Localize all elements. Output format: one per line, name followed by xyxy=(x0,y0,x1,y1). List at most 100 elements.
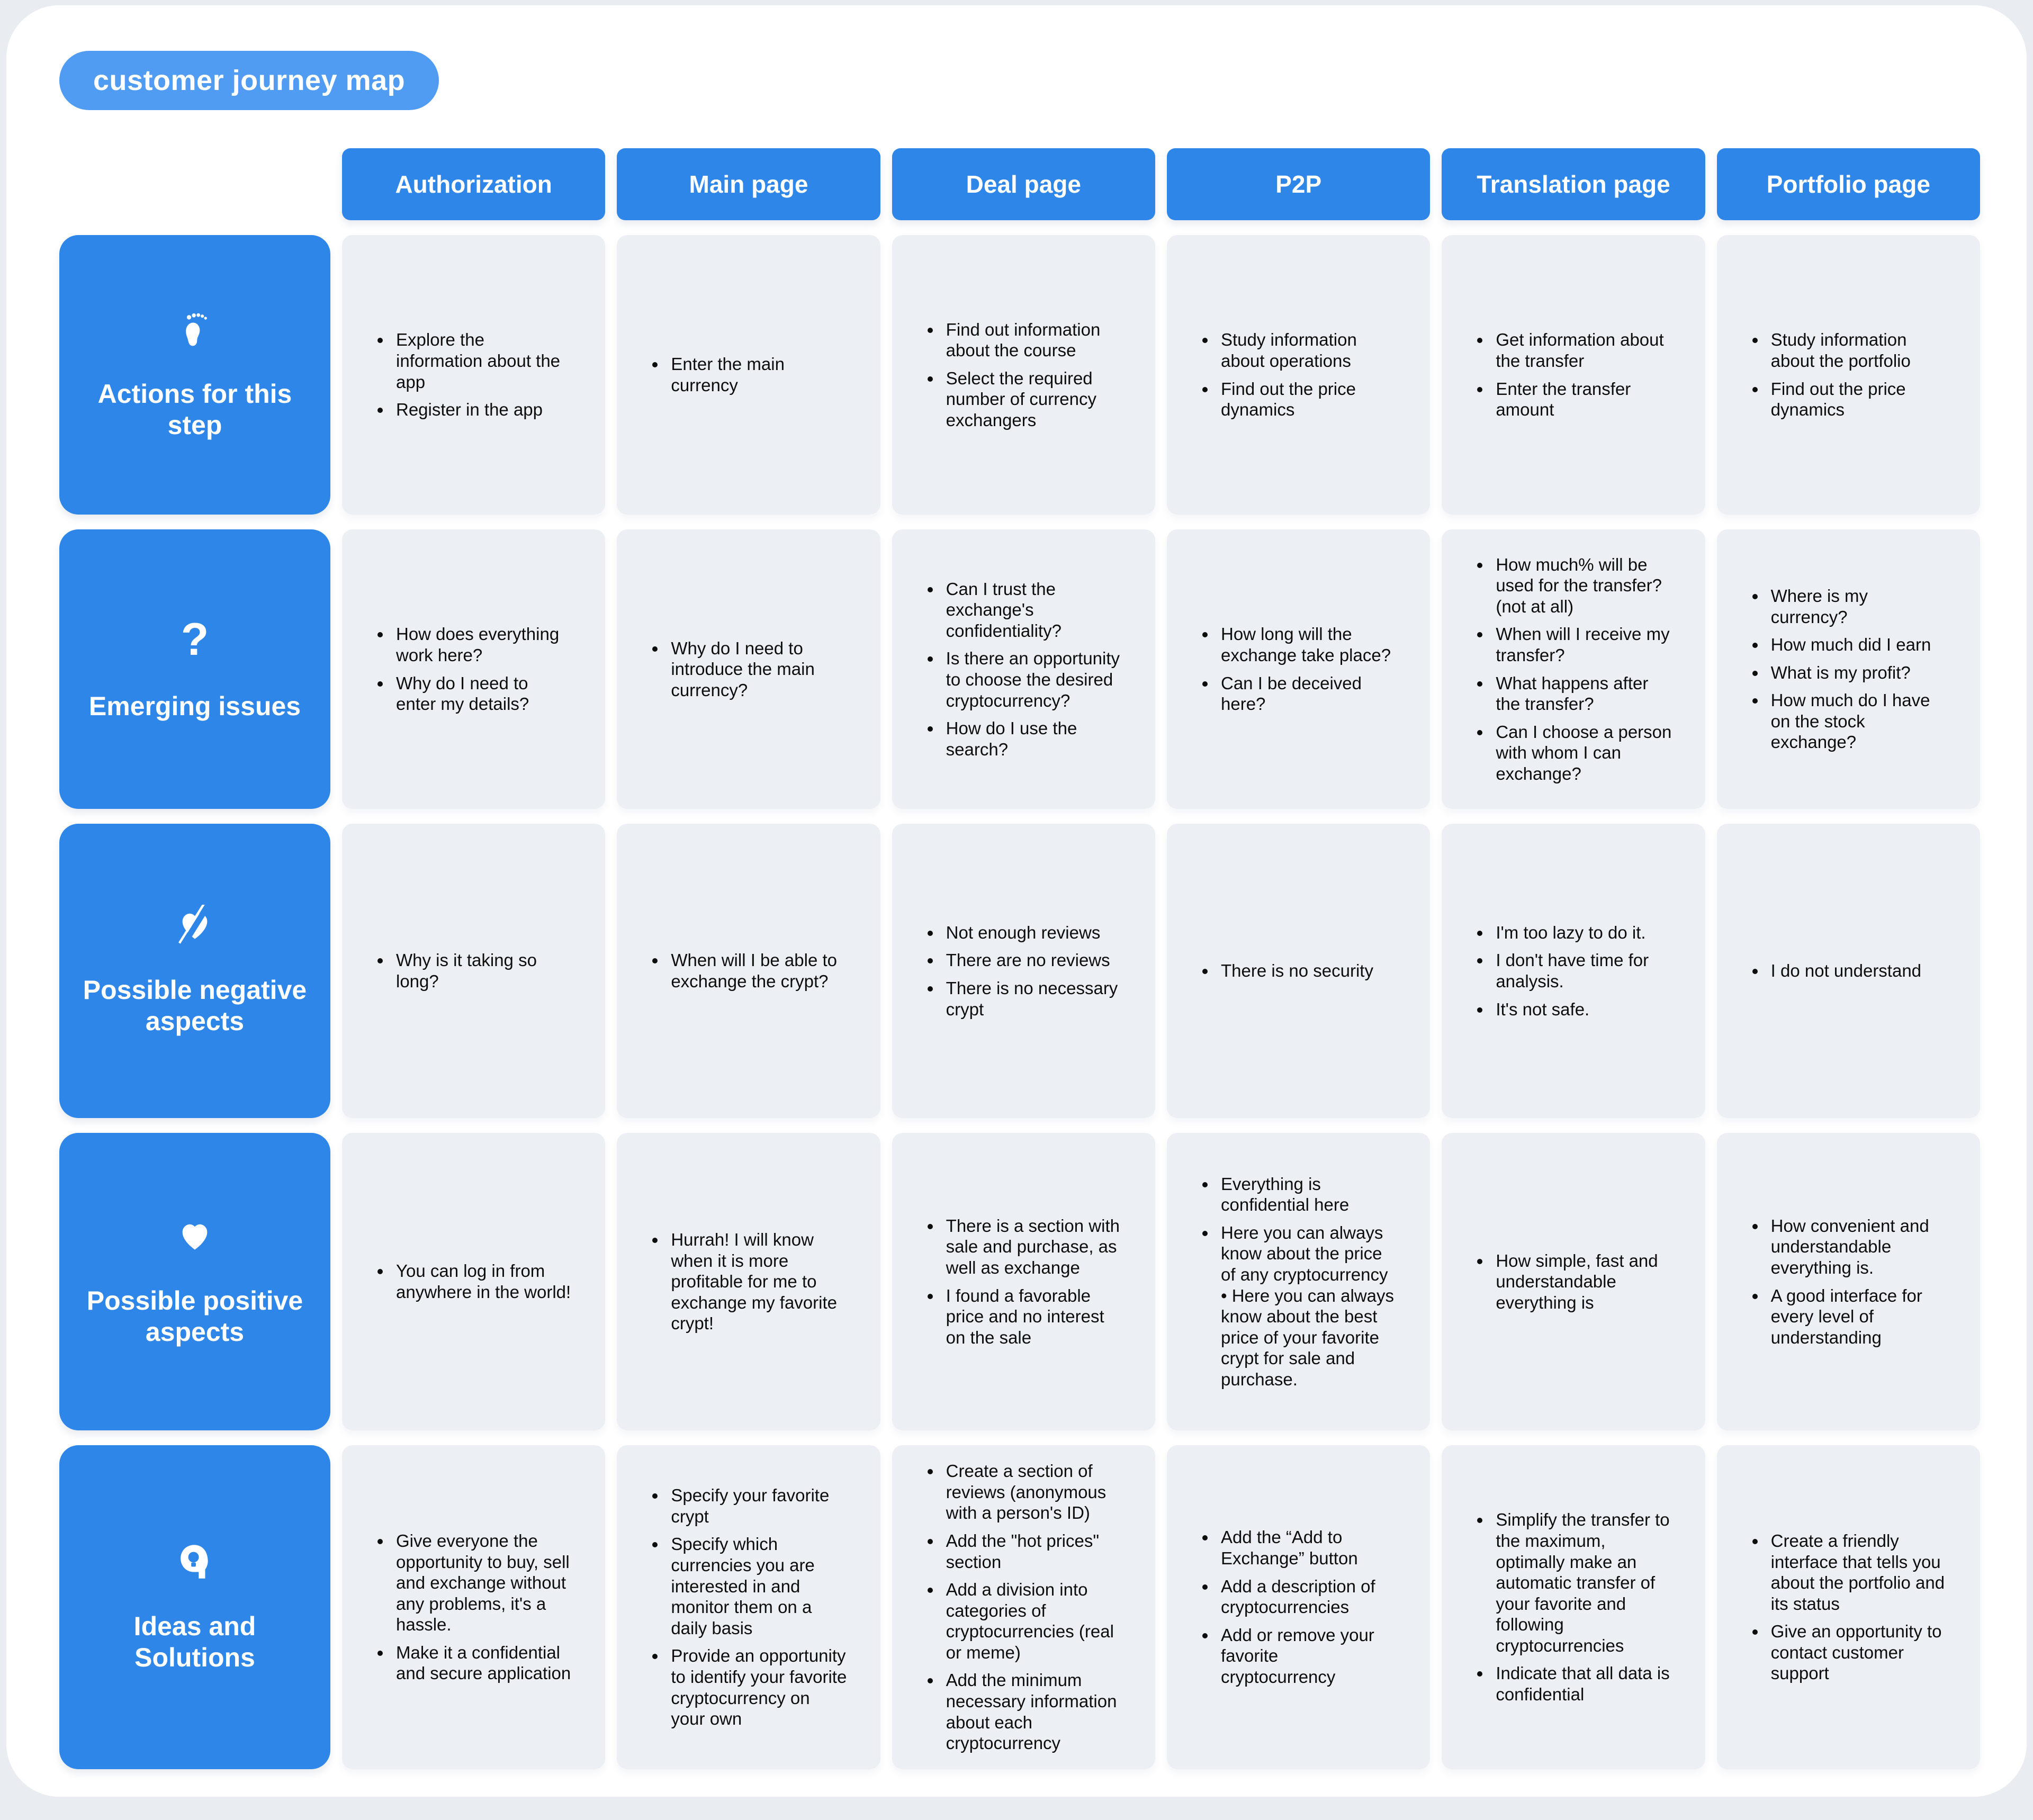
column-header-deal-page: Deal page xyxy=(892,148,1155,220)
cell-actions-translation-page: Get information about the transferEnter … xyxy=(1442,235,1705,515)
column-header-translation-page: Translation page xyxy=(1442,148,1705,220)
row-header-label: Possible negative aspects xyxy=(83,975,307,1036)
bullet-list: There is a section with sale and purchas… xyxy=(917,1209,1122,1355)
page-title: customer journey map xyxy=(59,51,439,110)
bullet-item: Create a friendly interface that tells y… xyxy=(1767,1530,1947,1614)
bullet-list: How does everything work here?Why do I n… xyxy=(367,617,572,721)
cell-issues-authorization: How does everything work here?Why do I n… xyxy=(342,529,606,809)
row-header-actions: Actions for this step xyxy=(59,235,330,515)
cell-positive-authorization: You can log in from anywhere in the worl… xyxy=(342,1133,606,1430)
cell-issues-portfolio-page: Where is my currency? How much did I earn… xyxy=(1716,529,1980,809)
bullet-list: Add the “Add to Exchange” buttonAdd a de… xyxy=(1192,1520,1397,1694)
cell-negative-authorization: Why is it taking so long? xyxy=(342,824,606,1118)
cell-positive-translation-page: How simple, fast and understandable ever… xyxy=(1442,1133,1705,1430)
bullet-item: Add or remove your favorite cryptocurren… xyxy=(1217,1625,1397,1688)
bullet-list: Can I trust the exchange's confidentiali… xyxy=(917,572,1122,767)
bullet-item: Find out information about the course xyxy=(942,319,1122,361)
bullet-list: Where is my currency? How much did I earn… xyxy=(1742,579,1947,760)
bullet-item: Provide an opportunity to identify your … xyxy=(667,1645,847,1729)
row-header-label: Actions for this step xyxy=(97,379,292,440)
bullet-list: Create a friendly interface that tells y… xyxy=(1742,1524,1947,1691)
cell-issues-deal-page: Can I trust the exchange's confidentiali… xyxy=(892,529,1155,809)
bullet-list: Get information about the transferEnter … xyxy=(1467,322,1672,427)
cell-ideas-translation-page: Simplify the transfer to the maximum, op… xyxy=(1442,1445,1705,1769)
bullet-item: Study information about operations xyxy=(1217,329,1397,371)
bullet-list: Everything is confidential hereHere you … xyxy=(1192,1167,1397,1397)
bullet-item: Where is my currency? xyxy=(1767,585,1947,627)
row-header-negative: Possible negative aspects xyxy=(59,824,330,1118)
bullet-item: Make it a confidential and secure applic… xyxy=(392,1642,572,1684)
bullet-item: Select the required number of currency e… xyxy=(942,368,1122,431)
bullet-item: How much% will be used for the transfer?… xyxy=(1491,554,1672,617)
bullet-list: How long will the exchange take place?Ca… xyxy=(1192,617,1397,721)
bullet-item: When will I receive my transfer? xyxy=(1491,624,1672,665)
bullet-item: How simple, fast and understandable ever… xyxy=(1491,1250,1672,1313)
cell-issues-translation-page: How much% will be used for the transfer?… xyxy=(1442,529,1705,809)
bullet-item: How long will the exchange take place? xyxy=(1217,624,1397,665)
column-header-label: P2P xyxy=(1275,170,1322,198)
idea-head-icon xyxy=(174,1541,215,1582)
bullet-list: Why is it taking so long? xyxy=(367,943,572,998)
bullet-item: There is a section with sale and purchas… xyxy=(942,1215,1122,1278)
bullet-item: I don't have time for analysis. xyxy=(1491,950,1672,992)
cell-negative-translation-page: I'm too lazy to do it. I don't have time … xyxy=(1442,824,1705,1118)
bullet-item: Specify which currencies you are interes… xyxy=(667,1534,847,1638)
bullet-item: Explore the information about the app xyxy=(392,329,572,392)
bullet-item: What is my profit? xyxy=(1767,662,1947,683)
bullet-item: I do not understand xyxy=(1767,960,1947,981)
bullet-item: Get information about the transfer xyxy=(1491,329,1672,371)
bullet-list: How convenient and understandable everyt… xyxy=(1742,1209,1947,1355)
cell-negative-deal-page: Not enough reviewsThere are no reviewsTh… xyxy=(892,824,1155,1118)
bullet-item: There is no necessary crypt xyxy=(942,978,1122,1020)
bullet-item: How convenient and understandable everyt… xyxy=(1767,1215,1947,1278)
row-header-positive: Possible positive aspects xyxy=(59,1133,330,1430)
cell-ideas-deal-page: Create a section of reviews (anonymous w… xyxy=(892,1445,1155,1769)
bullet-item: Add a division into categories of crypto… xyxy=(942,1579,1122,1663)
bullet-item: Create a section of reviews (anonymous w… xyxy=(942,1461,1122,1524)
bullet-item: You can log in from anywhere in the worl… xyxy=(392,1260,572,1302)
bullet-item: Can I choose a person with whom I can ex… xyxy=(1491,722,1672,785)
cell-ideas-p2p: Add the “Add to Exchange” buttonAdd a de… xyxy=(1167,1445,1431,1769)
bullet-list: Give everyone the opportunity to buy, se… xyxy=(367,1524,572,1691)
bullet-list: I'm too lazy to do it. I don't have time … xyxy=(1467,915,1672,1026)
column-header-main-page: Main page xyxy=(617,148,880,220)
bullet-item: Why do I need to enter my details? xyxy=(392,673,572,715)
cell-positive-main-page: Hurrah! I will know when it is more prof… xyxy=(617,1133,880,1430)
bullet-item: Simplify the transfer to the maximum, op… xyxy=(1491,1509,1672,1656)
cell-actions-p2p: Study information about operationsFind o… xyxy=(1167,235,1431,515)
cell-issues-p2p: How long will the exchange take place?Ca… xyxy=(1167,529,1431,809)
cell-ideas-main-page: Specify your favorite cryptSpecify which… xyxy=(617,1445,880,1769)
cell-negative-main-page: When will I be able to exchange the cryp… xyxy=(617,824,880,1118)
bullet-list: When will I be able to exchange the cryp… xyxy=(642,943,847,998)
bullet-item: How much do I have on the stock exchange… xyxy=(1767,690,1947,753)
cell-actions-main-page: Enter the main currency xyxy=(617,235,880,515)
cell-ideas-authorization: Give everyone the opportunity to buy, se… xyxy=(342,1445,606,1769)
bullet-item: Add the minimum necessary information ab… xyxy=(942,1670,1122,1753)
bullet-item: Study information about the portfolio xyxy=(1767,329,1947,371)
cell-negative-portfolio-page: I do not understand xyxy=(1716,824,1980,1118)
cell-actions-authorization: Explore the information about the appReg… xyxy=(342,235,606,515)
corner-spacer xyxy=(59,148,330,220)
bullet-list: Specify your favorite cryptSpecify which… xyxy=(642,1478,847,1736)
cell-ideas-portfolio-page: Create a friendly interface that tells y… xyxy=(1716,1445,1980,1769)
bullet-item: There is no security xyxy=(1217,960,1397,981)
bullet-item: What happens after the transfer? xyxy=(1491,673,1672,715)
journey-grid: Authorization Main page Deal page P2P Tr… xyxy=(59,148,1980,1769)
bullet-item: How do I use the search? xyxy=(942,718,1122,760)
bullet-list: Explore the information about the appReg… xyxy=(367,322,572,427)
column-header-p2p: P2P xyxy=(1167,148,1431,220)
bullet-list: There is no security xyxy=(1192,953,1397,988)
bullet-list: You can log in from anywhere in the worl… xyxy=(367,1254,572,1309)
bullet-item: A good interface for every level of unde… xyxy=(1767,1285,1947,1348)
row-header-label: Ideas and Solutions xyxy=(133,1611,256,1672)
bullet-list: How simple, fast and understandable ever… xyxy=(1467,1244,1672,1320)
bullet-list: Enter the main currency xyxy=(642,347,847,402)
bullet-item: How much did I earn xyxy=(1767,634,1947,655)
bullet-item: Hurrah! I will know when it is more prof… xyxy=(667,1229,847,1334)
bullet-list: Simplify the transfer to the maximum, op… xyxy=(1467,1502,1672,1711)
bullet-item: Give an opportunity to contact customer … xyxy=(1767,1621,1947,1684)
bullet-item: Add a description of cryptocurrencies xyxy=(1217,1576,1397,1618)
bullet-item: I'm too lazy to do it. xyxy=(1491,922,1672,943)
cell-negative-p2p: There is no security xyxy=(1167,824,1431,1118)
cell-positive-deal-page: There is a section with sale and purchas… xyxy=(892,1133,1155,1430)
